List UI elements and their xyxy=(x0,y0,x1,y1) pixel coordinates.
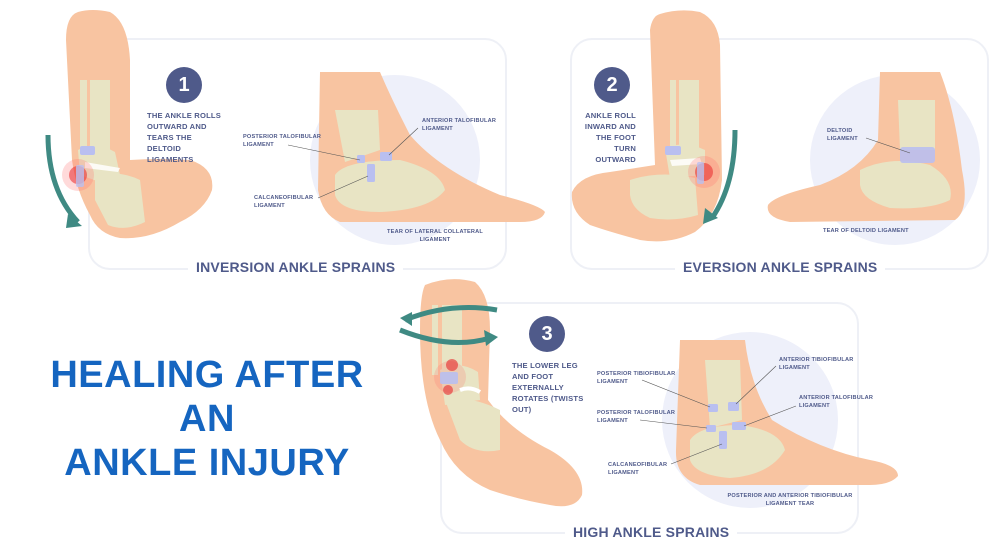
step-number-badge: 2 xyxy=(594,67,630,103)
inversion-title: INVERSION ANKLE SPRAINS xyxy=(188,259,404,275)
step-number-badge: 1 xyxy=(166,67,202,103)
step-description: ANKLE ROLL INWARD AND THE FOOT TURN OUTW… xyxy=(584,111,636,164)
posterior-tibiofibular-label: POSTERIOR TIBIOFIBULAR LIGAMENT xyxy=(597,371,676,385)
step-description: THE ANKLE ROLLS OUTWARD AND TEARS THE DE… xyxy=(147,111,222,164)
anterior-tibiofibular-label: ANTERIOR TIBIOFIBULAR LIGAMENT xyxy=(779,357,854,371)
main-title: HEALING AFTER AN ANKLE INJURY xyxy=(22,353,392,485)
deltoid-ligament-label: DELTOID LIGAMENT xyxy=(827,128,858,142)
inversion-caption: TEAR OF LATERAL COLLATERAL LIGAMENT xyxy=(387,229,483,243)
step-description: THE LOWER LEG AND FOOT EXTERNALLY ROTATE… xyxy=(512,361,584,414)
eversion-caption: TEAR OF DELTOID LIGAMENT xyxy=(823,228,909,234)
anterior-talofibular-label: ANTERIOR TALOFIBULAR LIGAMENT xyxy=(799,395,874,409)
calcaneofibular-label: CALCANEOFIBULAR LIGAMENT xyxy=(254,195,314,209)
posterior-talofibular-label: POSTERIOR TALOFIBULAR LIGAMENT xyxy=(597,410,676,424)
calcaneofibular-label: CALCANEOFIBULAR LIGAMENT xyxy=(608,462,668,476)
step-number-badge: 3 xyxy=(529,316,565,352)
eversion-title: EVERSION ANKLE SPRAINS xyxy=(675,259,886,275)
posterior-talofibular-label: POSTERIOR TALOFIBULAR LIGAMENT xyxy=(243,134,322,148)
high-caption: POSTERIOR AND ANTERIOR TIBIOFIBULAR LIGA… xyxy=(727,493,853,507)
anterior-talofibular-label: ANTERIOR TALOFIBULAR LIGAMENT xyxy=(422,118,497,132)
main-title-line2: ANKLE INJURY xyxy=(64,442,350,484)
main-title-line1: HEALING AFTER AN xyxy=(50,354,364,440)
high-title: HIGH ANKLE SPRAINS xyxy=(565,524,738,540)
